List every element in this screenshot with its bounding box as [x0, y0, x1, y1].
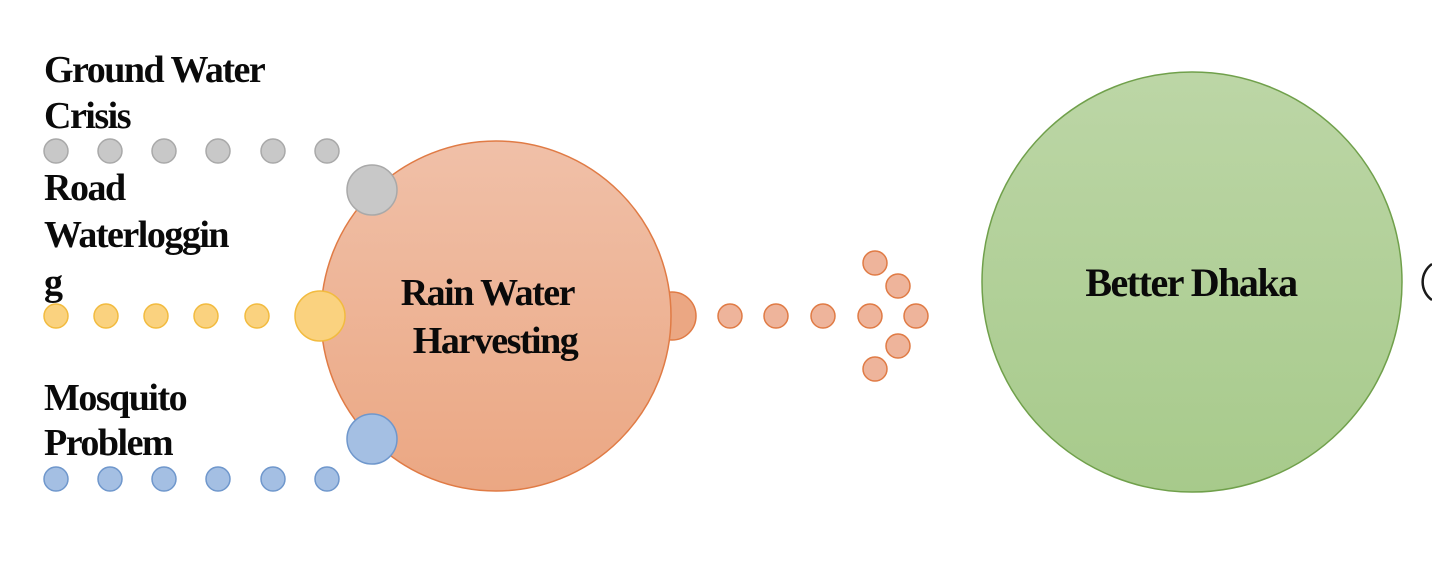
dot: [244, 303, 270, 329]
mosquito-dots: [43, 466, 340, 492]
dot: [97, 138, 123, 164]
arrow-dot: [763, 303, 789, 329]
dot: [97, 466, 123, 492]
ground-water-label-line-2: Crisis: [44, 95, 131, 137]
dot: [260, 466, 286, 492]
goal-circle: [981, 71, 1403, 493]
dot: [151, 466, 177, 492]
dot: [43, 466, 69, 492]
dot: [93, 303, 119, 329]
dot: [314, 138, 340, 164]
input-mosquito-problem: Mosquito Problem: [43, 377, 340, 492]
input-ground-water-crisis: Ground Water Crisis: [43, 49, 340, 164]
dot: [314, 466, 340, 492]
dot: [43, 138, 69, 164]
road-waterlogging-dots: [43, 303, 270, 329]
hub-label-line-2: Harvesting: [413, 320, 579, 362]
mosquito-connector: [346, 413, 398, 465]
edge-partial-shape: [1421, 262, 1432, 302]
dot: [151, 138, 177, 164]
ground-water-dots: [43, 138, 340, 164]
goal-better-dhaka: Better Dhaka: [981, 71, 1403, 493]
svg-text:Ground Water Crisis: Ground Water Crisis: [44, 49, 272, 137]
arrow-dot: [862, 250, 888, 276]
goal-label: Better Dhaka: [1085, 260, 1298, 305]
arrow-dot: [885, 333, 911, 359]
input-road-waterlogging: Road Waterloggin g: [43, 167, 270, 329]
ground-water-connector: [346, 164, 398, 216]
road-label-line-3: g: [44, 262, 63, 304]
road-label-line-1: Road: [44, 167, 126, 209]
mosquito-label-line-1: Mosquito: [44, 377, 187, 419]
road-label-line-2: Waterloggin: [44, 214, 229, 256]
arrow-dot: [810, 303, 836, 329]
mosquito-label-line-2: Problem: [44, 422, 173, 464]
svg-text:Road Waterloggin g: Road Waterloggin g: [44, 167, 236, 304]
dot: [205, 466, 231, 492]
ground-water-label-line-1: Ground Water: [44, 49, 266, 91]
svg-text:Mosquito Problem: Mosquito Problem: [44, 377, 194, 464]
arrow-dot: [857, 303, 883, 329]
dot: [143, 303, 169, 329]
road-waterlogging-connector: [294, 290, 346, 342]
dot: [205, 138, 231, 164]
dotted-arrow: [717, 250, 929, 382]
hub-label-line-1: Rain Water: [401, 272, 576, 314]
svg-text:Rain Water Harvesting: Rain Water Harvesting: [401, 272, 582, 362]
arrow-dot: [717, 303, 743, 329]
svg-text:Better Dhaka: Better Dhaka: [1085, 260, 1298, 305]
dot: [193, 303, 219, 329]
dot: [260, 138, 286, 164]
hub-rain-water-harvesting: Rain Water Harvesting: [320, 140, 672, 492]
arrow-dot: [862, 356, 888, 382]
arrow-dot: [903, 303, 929, 329]
dot: [43, 303, 69, 329]
arrow-dot: [885, 273, 911, 299]
